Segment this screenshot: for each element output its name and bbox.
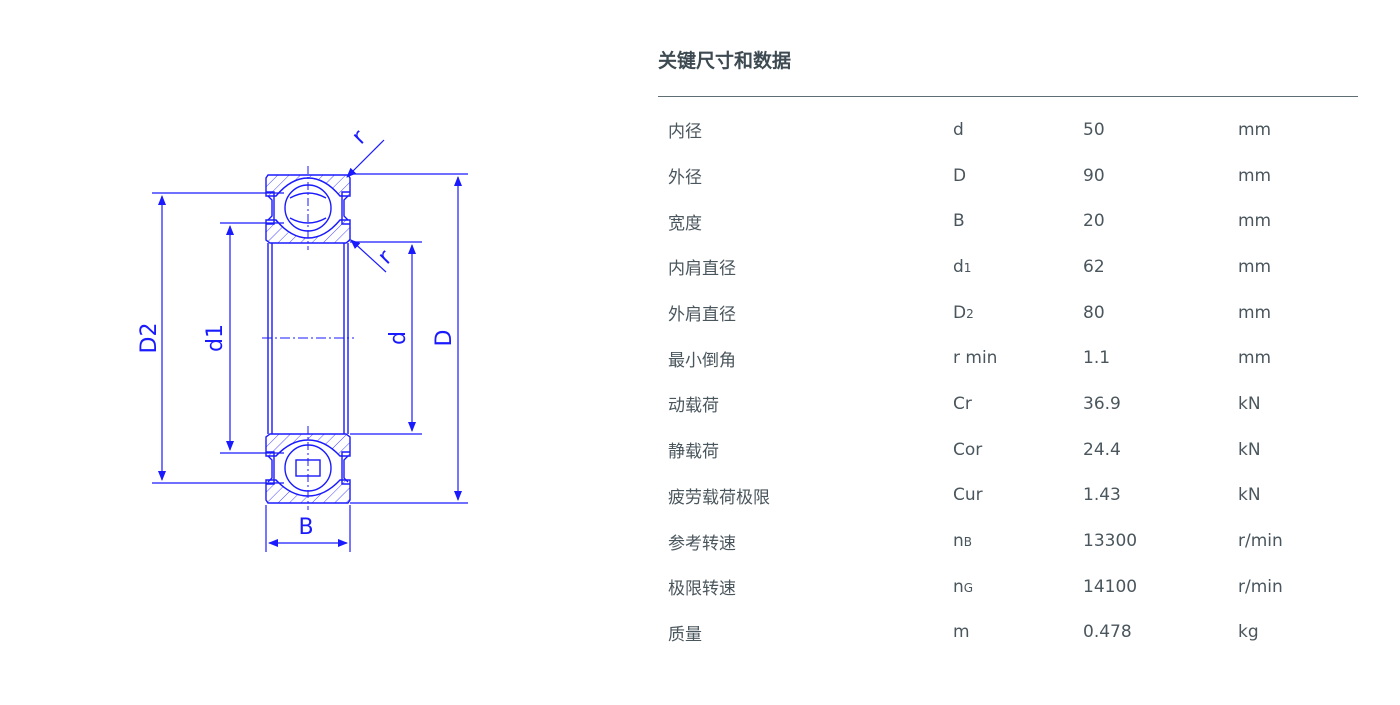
row-name: 内肩直径 [668, 259, 736, 280]
table-row: 最小倒角 r min 1.1 mm [658, 335, 1358, 381]
row-symbol-main: n [953, 531, 964, 552]
row-value: 62 [1083, 256, 1105, 277]
row-symbol: D [953, 166, 1083, 186]
row-value: 50 [1083, 119, 1105, 140]
row-symbol-main: d [953, 256, 964, 277]
row-value: 24.4 [1083, 439, 1121, 460]
row-symbol: Cr [953, 394, 1083, 414]
row-symbol-main: Cur [953, 485, 983, 506]
bearing-drawing: D2 d1 d D B r r [137, 125, 468, 552]
label-D: D [432, 330, 457, 347]
row-name: 内径 [668, 122, 702, 143]
row-name: 动载荷 [668, 396, 719, 417]
row-symbol: d1 [953, 257, 1083, 277]
row-symbol-main: D [953, 302, 967, 323]
row-unit: kN [1238, 485, 1261, 506]
row-symbol-main: m [953, 622, 970, 643]
table-row: 疲劳载荷极限 Cur 1.43 kN [658, 473, 1358, 519]
row-name: 疲劳载荷极限 [668, 487, 770, 508]
row-value: 1.1 [1083, 348, 1111, 369]
label-d1: d1 [203, 324, 228, 352]
row-name: 外径 [668, 168, 702, 189]
row-symbol-sub: G [963, 580, 974, 595]
row-symbol: nG [953, 577, 1083, 597]
row-symbol-main: r min [953, 348, 998, 369]
row-symbol-sub: B [963, 535, 973, 550]
row-name: 静载荷 [668, 442, 719, 463]
table-row: 宽度 B 20 mm [658, 198, 1358, 244]
row-symbol-sub: 1 [963, 260, 972, 275]
row-unit: kN [1238, 439, 1261, 460]
label-D2: D2 [137, 323, 162, 354]
row-unit: mm [1238, 119, 1272, 140]
row-symbol: B [953, 211, 1083, 231]
row-value: 13300 [1083, 531, 1138, 552]
row-symbol: r min [953, 348, 1083, 368]
row-value: 90 [1083, 165, 1105, 186]
label-d: d [386, 331, 411, 345]
table-row: 质量 m 0.478 kg [658, 610, 1358, 656]
row-value: 36.9 [1083, 393, 1121, 414]
row-symbol: D2 [953, 303, 1083, 323]
row-symbol-main: Cor [953, 439, 983, 460]
bearing-bottom-section [265, 426, 351, 510]
label-r-mid: r [373, 245, 398, 270]
table-row: 外径 D 90 mm [658, 153, 1358, 199]
row-symbol: m [953, 622, 1083, 642]
row-unit: mm [1238, 211, 1272, 232]
row-name: 极限转速 [668, 579, 736, 600]
table-row: 内径 d 50 mm [658, 107, 1358, 153]
table-row: 静载荷 Cor 24.4 kN [658, 427, 1358, 473]
row-symbol: Cur [953, 485, 1083, 505]
row-name: 质量 [668, 624, 702, 645]
row-symbol-main: B [953, 211, 965, 232]
row-name: 宽度 [668, 213, 702, 234]
row-value: 20 [1083, 211, 1105, 232]
row-name: 外肩直径 [668, 305, 736, 326]
label-B: B [298, 515, 313, 540]
row-unit: mm [1238, 302, 1272, 323]
row-value: 1.43 [1083, 485, 1121, 506]
row-unit: r/min [1238, 576, 1283, 597]
row-name: 参考转速 [668, 533, 736, 554]
row-value: 80 [1083, 302, 1105, 323]
row-unit: kg [1238, 622, 1259, 643]
row-value: 14100 [1083, 576, 1138, 597]
row-symbol-main: Cr [953, 393, 972, 414]
row-unit: mm [1238, 256, 1272, 277]
row-symbol: d [953, 120, 1083, 140]
label-r-top: r [347, 125, 372, 150]
row-name: 最小倒角 [668, 350, 736, 371]
row-symbol: nB [953, 531, 1083, 551]
row-symbol-main: D [953, 165, 967, 186]
row-unit: r/min [1238, 531, 1283, 552]
row-symbol-main: n [953, 576, 964, 597]
row-symbol-sub: 2 [966, 306, 974, 321]
section-title: 关键尺寸和数据 [658, 40, 1358, 97]
row-value: 0.478 [1083, 622, 1132, 643]
row-unit: kN [1238, 393, 1261, 414]
row-symbol: Cor [953, 440, 1083, 460]
table-row: 动载荷 Cr 36.9 kN [658, 381, 1358, 427]
row-unit: mm [1238, 348, 1272, 369]
row-unit: mm [1238, 165, 1272, 186]
bearing-top-section [265, 166, 351, 250]
row-symbol-main: d [953, 119, 964, 140]
